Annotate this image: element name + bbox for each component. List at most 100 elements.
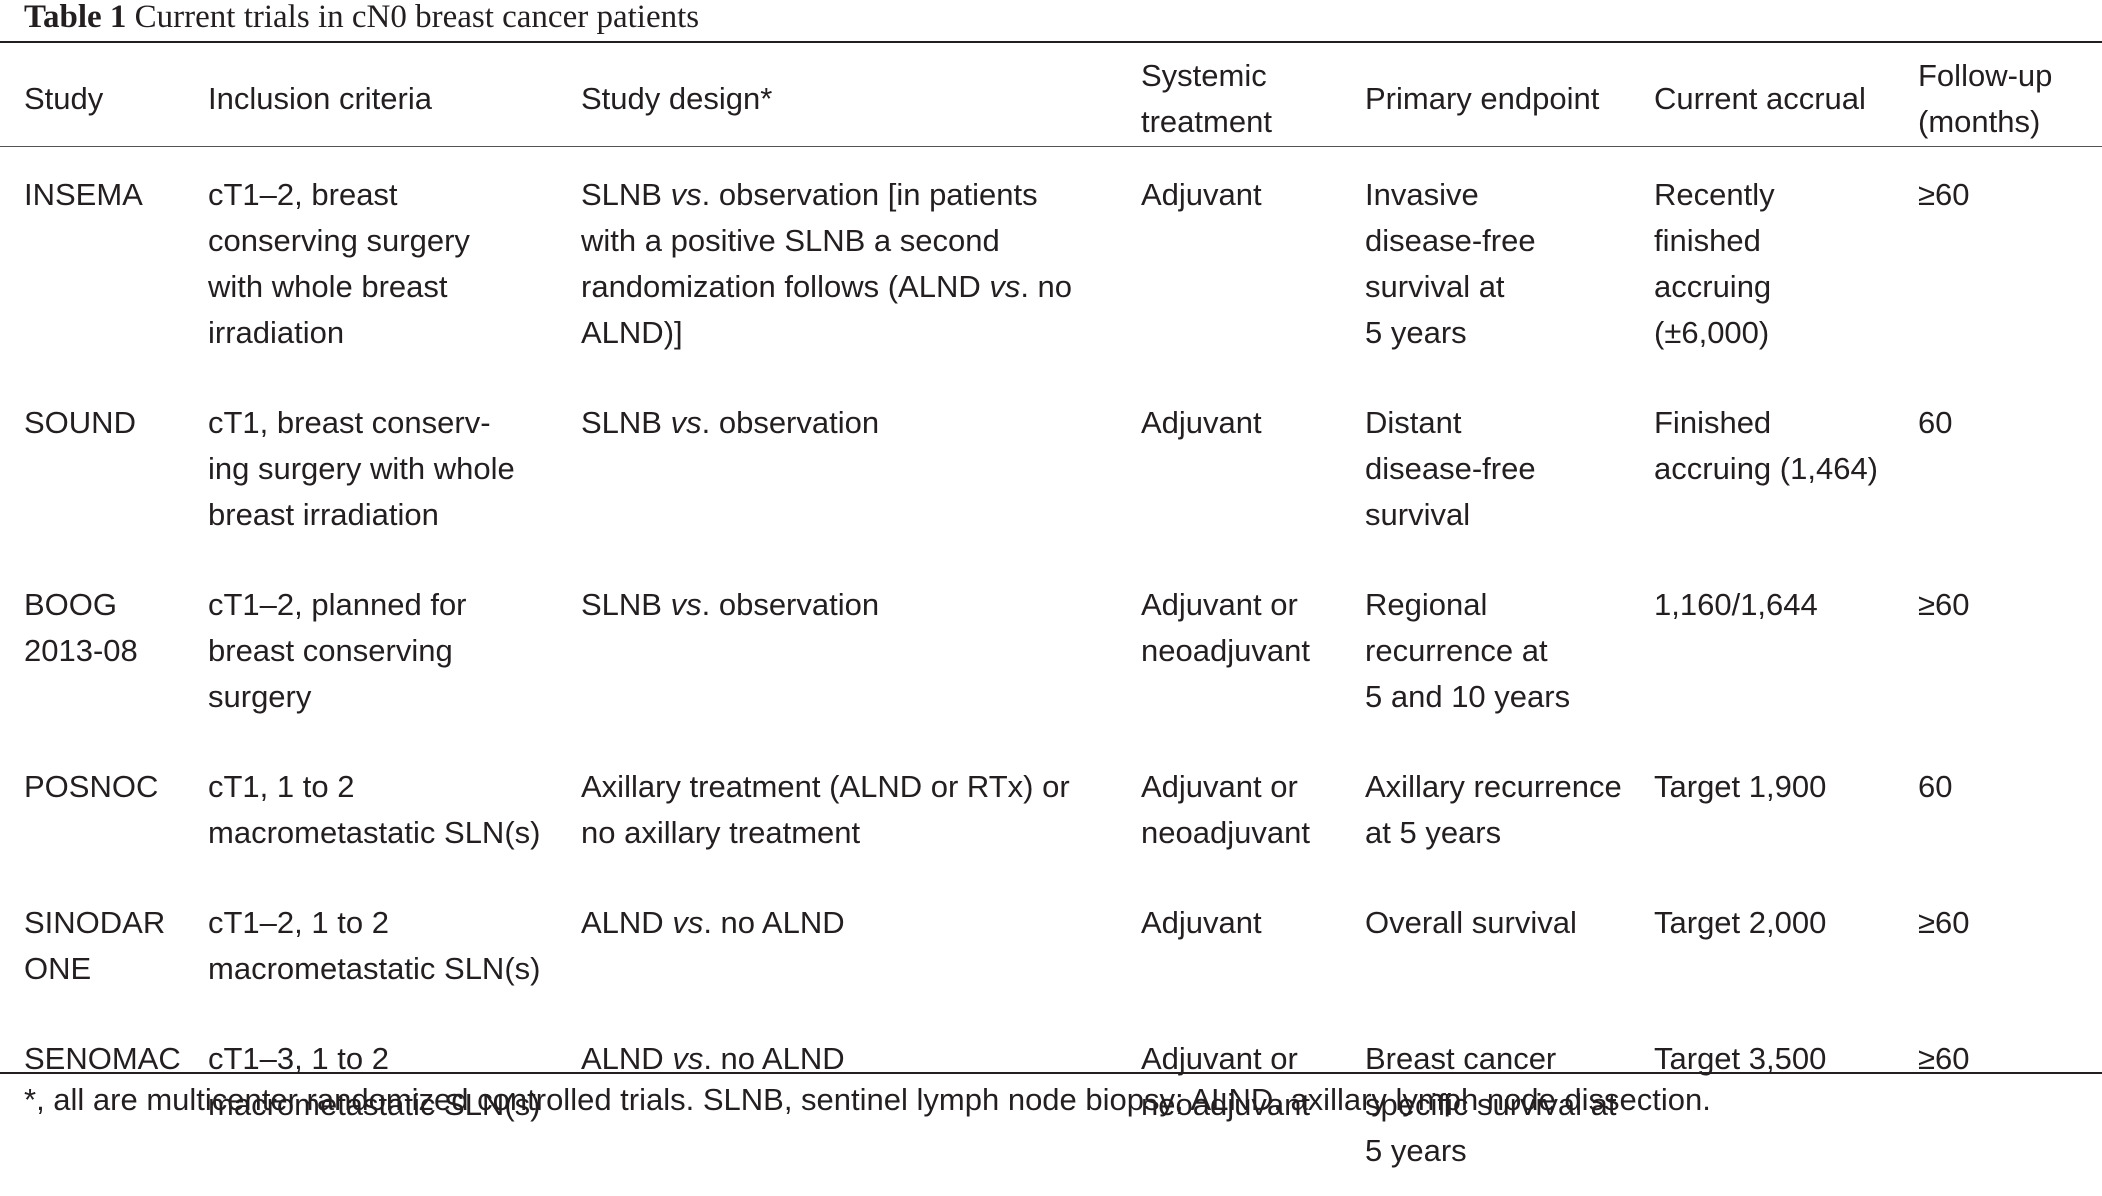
table-footnote: *, all are multicenter randomized contro…	[24, 1082, 1711, 1117]
cell-line: Overall survival	[1365, 905, 1577, 940]
cell-line: cT1, breast conserv-	[208, 405, 491, 440]
cell-line: no axillary treatment	[581, 810, 1141, 856]
cell-line: ALND vs. no ALND	[581, 900, 1141, 946]
italic-text: vs	[670, 177, 702, 212]
table-bottom-rule	[0, 1072, 2102, 1074]
cell-line: 5 years	[1365, 315, 1467, 350]
cell-line: Adjuvant or	[1141, 587, 1298, 622]
cell-line: cT1–2, planned for	[208, 587, 467, 622]
cell-line: POSNOC	[24, 769, 159, 804]
cell-line: with a positive SLNB a second	[581, 218, 1141, 264]
table-cell: Recently finished accruing (±6,000)	[1654, 150, 1918, 378]
column-header: Primary endpoint	[1365, 43, 1654, 150]
italic-text: vs	[672, 1041, 704, 1076]
cell-line: finished	[1654, 223, 1761, 258]
table-cell: Adjuvant	[1141, 150, 1365, 378]
table-cell: cT1–2, planned for breast conserving surge…	[208, 560, 581, 742]
table-cell: SLNB vs. observation	[581, 560, 1141, 742]
cell-line: 60	[1918, 405, 1953, 440]
cell-line: cT1–3, 1 to 2	[208, 1041, 389, 1076]
table-cell: Adjuvant	[1141, 378, 1365, 560]
italic-text: vs	[670, 405, 702, 440]
cell-line: Distant	[1365, 405, 1462, 440]
cell-line: Adjuvant	[1141, 177, 1262, 212]
italic-text: vs	[672, 905, 704, 940]
cell-line: SOUND	[24, 405, 136, 440]
cell-line: ≥60	[1918, 587, 1970, 622]
table-caption: Table 1 Current trials in cN0 breast can…	[24, 0, 699, 34]
table-cell: Target 3,500	[1654, 1014, 1918, 1196]
cell-line: conserving surgery	[208, 223, 470, 258]
text-segment: randomization follows (ALND	[581, 269, 990, 304]
column-header-line: Primary endpoint	[1365, 80, 1600, 116]
cell-line: Invasive	[1365, 177, 1479, 212]
cell-line: 1,160/1,644	[1654, 587, 1818, 622]
column-header-line: Study design*	[581, 80, 773, 116]
cell-line: disease-free	[1365, 451, 1536, 486]
italic-text: vs	[670, 587, 702, 622]
cell-line: INSEMA	[24, 177, 143, 212]
cell-line: cT1, 1 to 2	[208, 769, 355, 804]
cell-line: (±6,000)	[1654, 315, 1770, 350]
cell-line: accruing	[1654, 269, 1772, 304]
text-segment: SLNB	[581, 587, 671, 622]
cell-line: recurrence at	[1365, 633, 1548, 668]
text-segment: ALND	[581, 1041, 673, 1076]
cell-line: 60	[1918, 769, 1953, 804]
table-cell: SLNB vs. observation	[581, 378, 1141, 560]
cell-line: with whole breast	[208, 269, 448, 304]
table-cell: 1,160/1,644	[1654, 560, 1918, 742]
cell-line: Adjuvant	[1141, 405, 1262, 440]
text-segment: with a positive SLNB a second	[581, 223, 1000, 258]
table-cell: SOUND	[0, 378, 208, 560]
table-caption-label: Table 1	[24, 0, 127, 35]
table-cell: SENOMAC	[0, 1014, 208, 1196]
cell-line: macrometastatic SLN(s)	[208, 951, 541, 986]
table-cell: cT1, 1 to 2 macrometastatic SLN(s)	[208, 742, 581, 878]
table-cell: 60	[1918, 742, 2102, 878]
cell-line: neoadjuvant	[1141, 815, 1310, 850]
cell-line: SLNB vs. observation [in patients	[581, 172, 1141, 218]
cell-line: Target 1,900	[1654, 769, 1827, 804]
cell-line: SINODAR	[24, 905, 166, 940]
column-header-line: Inclusion criteria	[208, 80, 432, 116]
cell-line: Recently	[1654, 177, 1775, 212]
cell-line: breast conserving	[208, 633, 453, 668]
table-cell: ≥60	[1918, 150, 2102, 378]
cell-line: surgery	[208, 679, 312, 714]
column-header: Study design*	[581, 43, 1141, 150]
cell-line: macrometastatic SLN(s)	[208, 815, 541, 850]
table-cell: SLNB vs. observation [in patients with a …	[581, 150, 1141, 378]
column-header-line: treatment	[1141, 103, 1272, 139]
cell-line: SLNB vs. observation	[581, 400, 1141, 446]
cell-line: Regional	[1365, 587, 1488, 622]
cell-line: 2013-08	[24, 633, 138, 668]
column-header-line: Current accrual	[1654, 80, 1866, 116]
cell-line: at 5 years	[1365, 815, 1502, 850]
table-cell: ≥60	[1918, 560, 2102, 742]
cell-line: accruing (1,464)	[1654, 451, 1879, 486]
text-segment: . observation	[701, 587, 880, 622]
cell-line: ≥60	[1918, 905, 1970, 940]
column-header-line: Follow-up	[1918, 57, 2053, 93]
table-cell: POSNOC	[0, 742, 208, 878]
text-segment: . no ALND	[703, 1041, 845, 1076]
cell-line: breast irradiation	[208, 497, 439, 532]
text-segment: . no ALND	[703, 905, 845, 940]
cell-line: ALND)]	[581, 310, 1141, 356]
text-segment: SLNB	[581, 177, 671, 212]
